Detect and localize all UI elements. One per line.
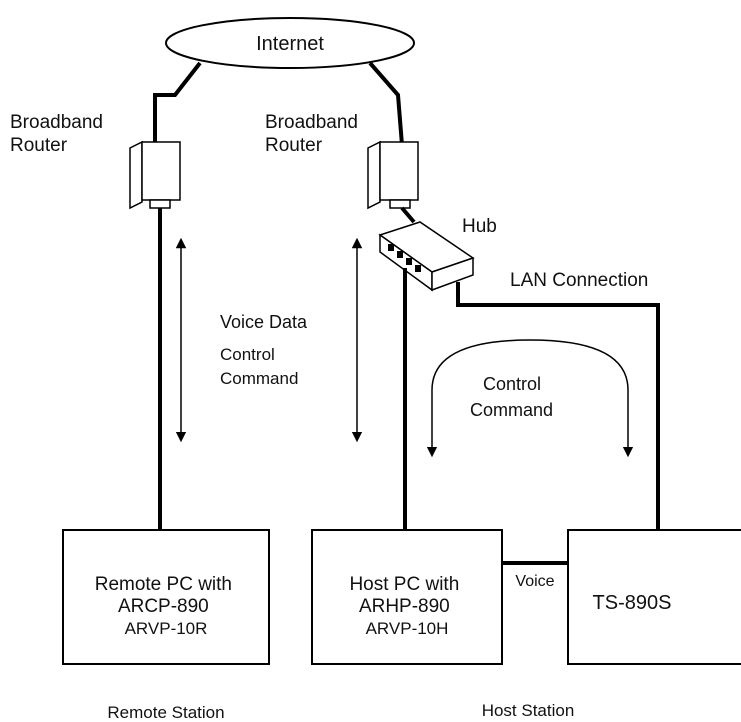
remote-pc-label: Remote PC with ARCP-890 ARVP-10R xyxy=(95,574,238,638)
hub-icon xyxy=(378,221,475,292)
remote-router-label: Broadband Router xyxy=(10,112,108,156)
control-command-label-left: Control Command xyxy=(220,345,298,388)
host-pc-box xyxy=(311,529,503,665)
host-station-label: Host Station xyxy=(482,701,575,720)
router-hub-link xyxy=(400,206,416,224)
internet-link-host xyxy=(368,61,404,146)
host-pc-label: Host PC with ARHP-890 ARVP-10H xyxy=(349,574,464,638)
control-command-label-right: Control Command xyxy=(470,374,553,420)
internet-cloud xyxy=(165,17,415,69)
ts890s-label: TS-890S xyxy=(593,592,672,614)
hub-label: Hub xyxy=(462,216,497,237)
lan-connection-cable xyxy=(456,282,660,530)
host-router-label: Broadband Router xyxy=(265,112,363,156)
internet-link-remote xyxy=(153,61,202,145)
lan-connection-label: LAN Connection xyxy=(510,270,648,291)
remote-router-icon xyxy=(129,140,181,210)
host-router-icon xyxy=(367,140,419,210)
remote-pc-box xyxy=(62,529,270,665)
voice-label: Voice xyxy=(515,573,554,590)
voice-data-label: Voice Data xyxy=(220,312,308,332)
internet-label: Internet xyxy=(256,33,324,55)
control-command-arrow xyxy=(426,339,634,458)
ts890s-box xyxy=(567,529,741,665)
remote-station-label: Remote Station xyxy=(107,703,224,722)
